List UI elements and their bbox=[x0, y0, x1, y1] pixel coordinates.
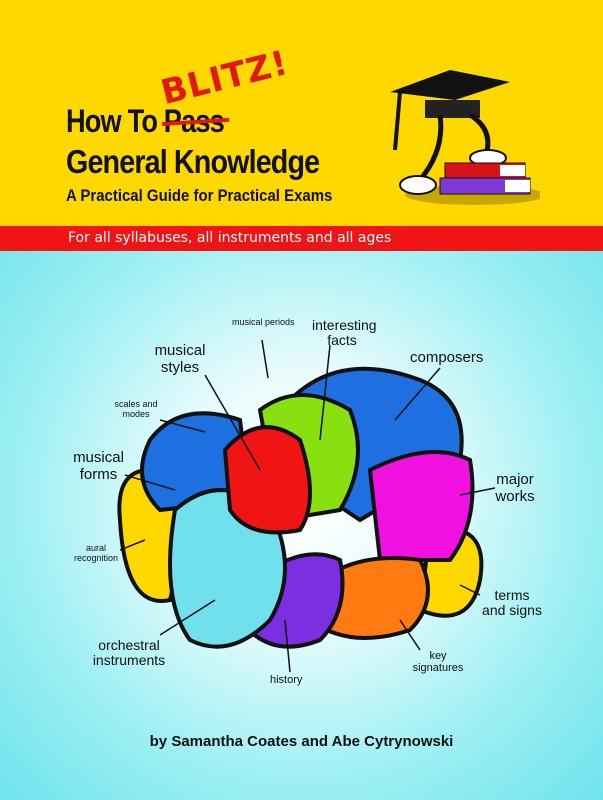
label-musical-forms: musical forms bbox=[73, 449, 124, 483]
label-musical-periods: musical periods bbox=[232, 317, 295, 327]
label-key-signatures: key signatures bbox=[412, 650, 464, 675]
title-line-2: General Knowledge bbox=[66, 143, 320, 180]
title-line-1: How To Pass bbox=[66, 103, 225, 140]
author-line: by Samantha Coates and Abe Cytrynowski bbox=[149, 733, 454, 750]
label-musical-styles: musical styles bbox=[154, 342, 206, 376]
label-interesting-facts: interesting facts bbox=[312, 317, 377, 349]
struck-word: Pass bbox=[163, 103, 225, 139]
brain-illustration bbox=[117, 339, 496, 673]
graduation-cap-books-illustration bbox=[390, 70, 540, 205]
title-prefix: How To bbox=[66, 103, 158, 139]
label-terms-and-signs: terms and signs bbox=[482, 587, 542, 619]
label-orchestral-instruments: orchestral instruments bbox=[92, 637, 166, 669]
label-aural-recognition: aural recognition bbox=[73, 543, 119, 563]
label-history: history bbox=[270, 674, 303, 686]
label-major-works: major works bbox=[495, 471, 535, 505]
subtitle: A Practical Guide for Practical Exams bbox=[66, 186, 333, 205]
label-composers: composers bbox=[410, 349, 484, 366]
banner: For all syllabuses, all instruments and … bbox=[0, 226, 603, 251]
label-scales-and-modes: scales and modes bbox=[114, 399, 158, 419]
